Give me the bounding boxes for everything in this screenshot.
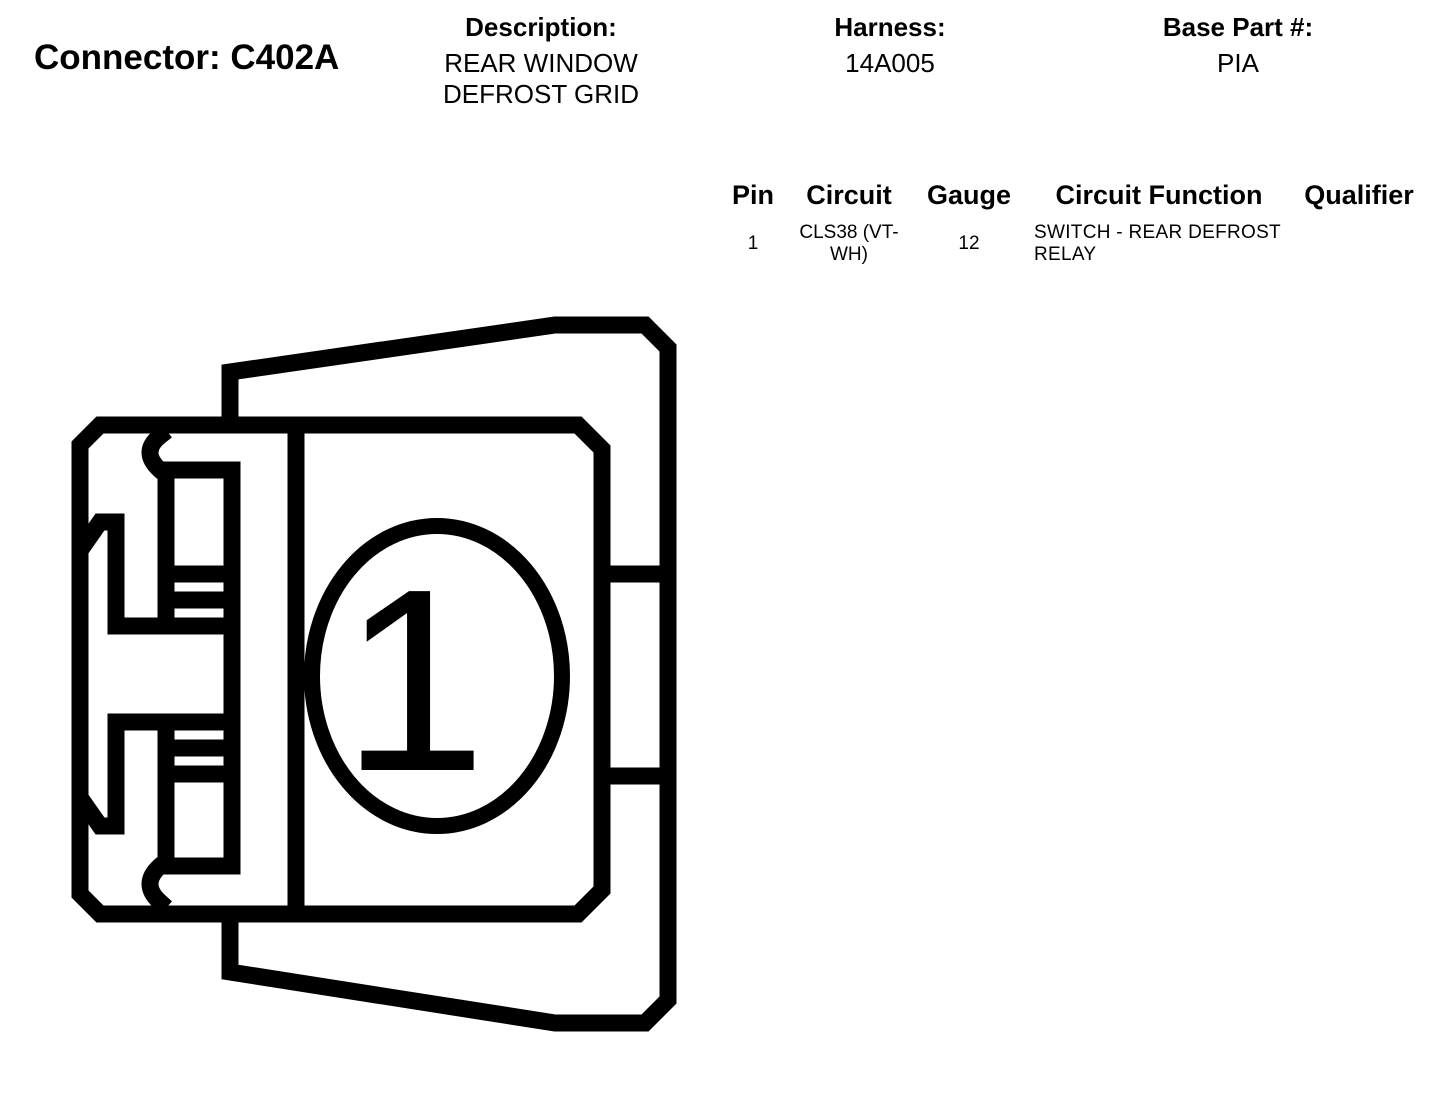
pin-table-header-row: Pin Circuit Gauge Circuit Function Quali…	[722, 176, 1424, 214]
left-lock-mechanism	[74, 424, 241, 915]
description-block: Description: REAR WINDOW DEFROST GRID	[411, 12, 671, 110]
base-part-label: Base Part #:	[1162, 12, 1314, 42]
pin-table: Pin Circuit Gauge Circuit Function Quali…	[722, 176, 1424, 266]
pin-cavity-circle	[304, 518, 570, 834]
harness-label: Harness:	[834, 12, 946, 42]
cell-qualifier	[1294, 214, 1424, 266]
lock-hook-upper	[74, 513, 125, 635]
column-header-circuit-function: Circuit Function	[1055, 179, 1263, 210]
lock-hook-lower	[74, 713, 125, 835]
lock-tab-top	[141, 424, 241, 915]
housing-outline	[71, 416, 611, 923]
description-value: REAR WINDOW DEFROST GRID	[443, 48, 639, 109]
connector-face-diagram: 1	[71, 316, 677, 1032]
cell-circuit: CLS38 (VT-WH)	[799, 222, 899, 265]
connector-title: Connector: C402A	[34, 38, 340, 77]
right-latch	[597, 565, 671, 785]
harness-block: Harness: 14A005	[770, 12, 1010, 79]
outer-shell-top	[221, 316, 677, 1032]
cell-gauge: 12	[958, 233, 980, 254]
column-header-pin: Pin	[731, 179, 774, 210]
base-part-value: PIA	[1217, 48, 1259, 78]
description-label: Description:	[465, 12, 617, 42]
pin-cavity-1: 1	[304, 518, 570, 834]
cell-circuit-function: SWITCH - REAR DEFROST RELAY	[1034, 222, 1281, 265]
housing-body	[71, 416, 611, 923]
harness-value: 14A005	[845, 48, 935, 78]
column-header-qualifier: Qualifier	[1304, 179, 1414, 210]
base-part-block: Base Part #: PIA	[1118, 12, 1358, 79]
column-header-gauge: Gauge	[926, 179, 1012, 210]
column-header-circuit: Circuit	[806, 179, 892, 210]
table-row: 1 CLS38 (VT-WH) 12 SWITCH - REAR DEFROST…	[722, 214, 1424, 266]
pin-number-label: 1	[342, 536, 487, 826]
outer-shell	[221, 316, 677, 1032]
cell-pin: 1	[747, 233, 759, 254]
